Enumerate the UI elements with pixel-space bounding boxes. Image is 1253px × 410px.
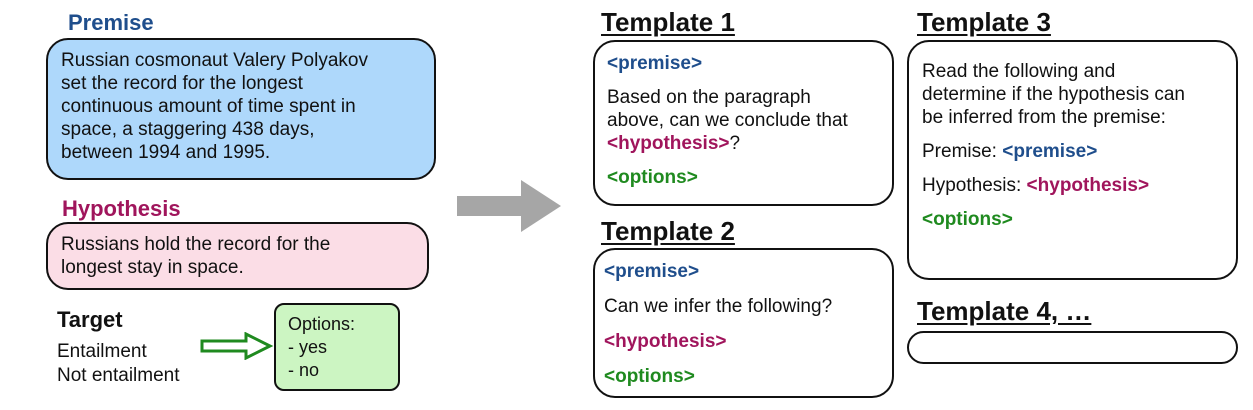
template-2-title: Template 2 bbox=[601, 216, 735, 246]
options-box: Options: - yes - no bbox=[274, 303, 400, 391]
template-text: above, can we conclude that bbox=[607, 110, 848, 131]
options-title: Options: bbox=[288, 314, 356, 334]
template-text: Can we infer the following? bbox=[604, 296, 833, 317]
transform-arrow-icon bbox=[457, 180, 561, 232]
hypothesis-line: longest stay in space. bbox=[61, 257, 244, 278]
hypothesis-line: Russians hold the record for the bbox=[61, 234, 331, 255]
target-label: Target bbox=[57, 307, 123, 332]
premise-placeholder: <premise> bbox=[607, 53, 703, 74]
template-1-box: <premise> Based on the paragraph above, … bbox=[593, 40, 894, 206]
option-item: - yes bbox=[288, 337, 328, 357]
premise-line: set the record for the longest bbox=[61, 73, 303, 94]
template-3-title: Template 3 bbox=[917, 7, 1051, 37]
hypothesis-label: Hypothesis bbox=[62, 196, 181, 221]
premise-placeholder: <premise> bbox=[1002, 141, 1098, 162]
hypothesis-placeholder: <hypothesis> bbox=[1026, 175, 1150, 196]
template-1-title: Template 1 bbox=[601, 7, 735, 37]
premise-label: Premise bbox=[68, 10, 154, 35]
option-item: - no bbox=[288, 360, 320, 380]
premise-line: continuous amount of time spent in bbox=[61, 96, 356, 117]
template-text: determine if the hypothesis can bbox=[922, 84, 1185, 105]
options-placeholder: <options> bbox=[604, 366, 695, 387]
hypothesis-prefix: Hypothesis: bbox=[922, 175, 1027, 196]
template-4-box bbox=[907, 331, 1238, 364]
premise-line: Russian cosmonaut Valery Polyakov bbox=[61, 50, 368, 71]
target-item: Entailment bbox=[57, 341, 147, 362]
options-placeholder: <options> bbox=[922, 209, 1013, 230]
premise-line: space, a staggering 438 days, bbox=[61, 119, 315, 140]
premise-placeholder: <premise> bbox=[604, 261, 700, 282]
template-2-box: <premise> Can we infer the following? <h… bbox=[593, 248, 894, 398]
hypothesis-placeholder: <hypothesis> bbox=[604, 331, 727, 352]
template-4-title: Template 4, … bbox=[917, 296, 1092, 326]
target-to-options-arrow-icon bbox=[200, 332, 274, 360]
options-placeholder: <options> bbox=[607, 167, 698, 188]
template-3-box: Read the following and determine if the … bbox=[907, 40, 1238, 280]
premise-line: between 1994 and 1995. bbox=[61, 142, 271, 163]
premise-prefix: Premise: bbox=[922, 141, 1003, 162]
template-text: Based on the paragraph bbox=[607, 87, 811, 108]
hypothesis-box: Russians hold the record for the longest… bbox=[46, 222, 429, 290]
question-mark: ? bbox=[729, 133, 741, 154]
hypothesis-placeholder: <hypothesis> bbox=[607, 133, 730, 154]
template-text: be inferred from the premise: bbox=[922, 107, 1166, 128]
target-item: Not entailment bbox=[57, 365, 180, 386]
target-list: Entailment Not entailment bbox=[57, 340, 180, 388]
template-text: Read the following and bbox=[922, 61, 1116, 82]
premise-box: Russian cosmonaut Valery Polyakov set th… bbox=[46, 38, 436, 180]
